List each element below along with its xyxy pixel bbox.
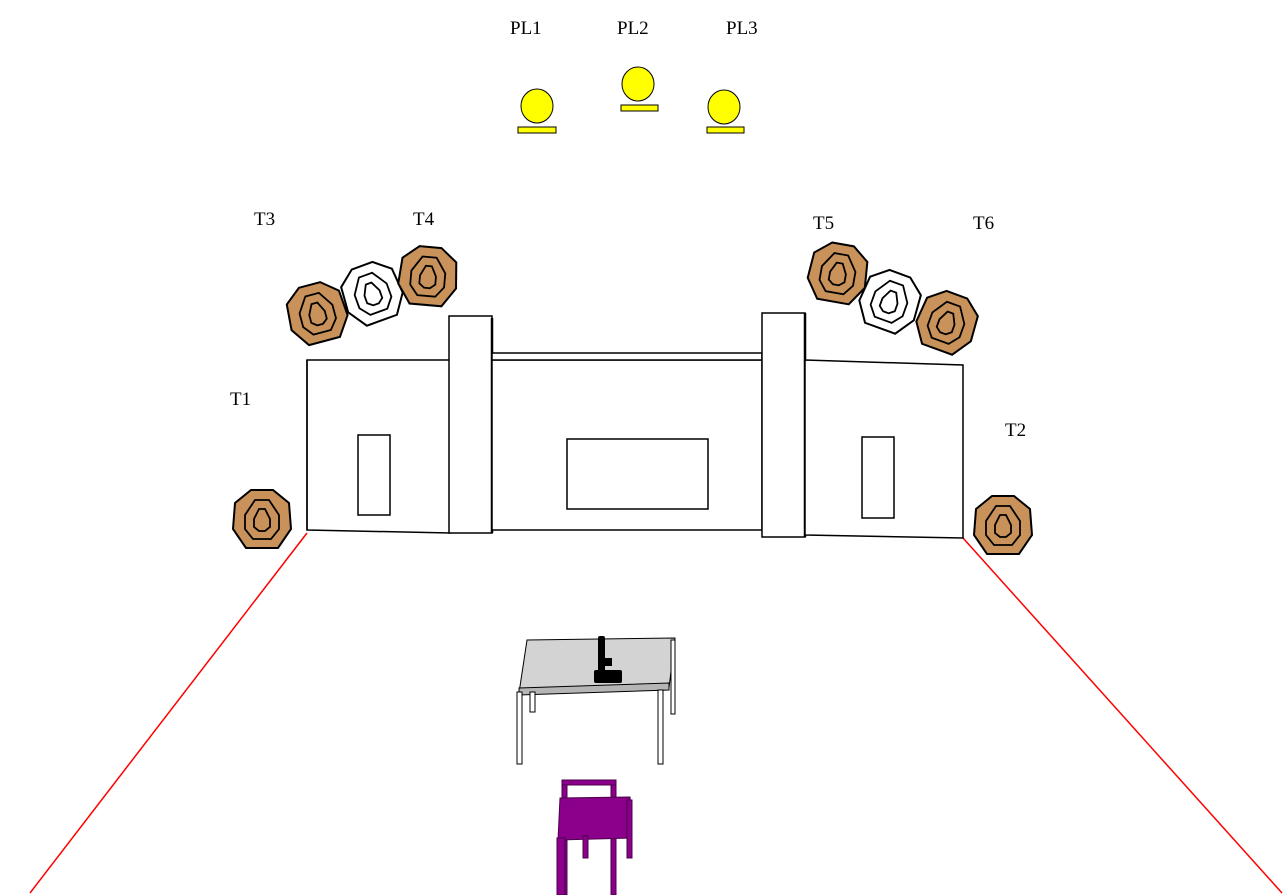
wall-center-window bbox=[566, 438, 709, 510]
target-label-t5: T5 bbox=[813, 213, 834, 234]
wall-post-right bbox=[761, 312, 806, 538]
wall-left-window bbox=[357, 434, 391, 516]
steel-plate-pl2 bbox=[620, 66, 659, 112]
wall-right-window bbox=[861, 436, 895, 519]
paper-target-t4 bbox=[395, 243, 461, 309]
paper-target-t1 bbox=[232, 489, 292, 549]
target-label-t1: T1 bbox=[230, 389, 251, 410]
target-label-t2: T2 bbox=[1005, 420, 1026, 441]
target-group-t3-t4 bbox=[280, 243, 461, 350]
steel-plate-pl3 bbox=[706, 89, 745, 134]
chair-icon bbox=[556, 779, 633, 895]
fault-line-left bbox=[29, 532, 308, 894]
wall-structure bbox=[306, 312, 964, 539]
target-label-t4: T4 bbox=[413, 209, 435, 230]
target-label-t6: T6 bbox=[973, 213, 994, 234]
pistol-icon bbox=[594, 636, 622, 683]
table-icon bbox=[516, 637, 676, 765]
fault-line-right bbox=[962, 537, 1283, 894]
target-group-t5-t6 bbox=[803, 238, 986, 361]
wall-post-left bbox=[448, 315, 493, 534]
target-label-t3: T3 bbox=[254, 209, 275, 230]
steel-plate-pl1 bbox=[517, 88, 557, 134]
plate-label: PL1 bbox=[510, 18, 542, 39]
wall-top-rail bbox=[491, 352, 763, 361]
plate-label: PL3 bbox=[726, 18, 758, 39]
paper-target-t2 bbox=[973, 495, 1033, 555]
plate-label: PL2 bbox=[617, 18, 649, 39]
